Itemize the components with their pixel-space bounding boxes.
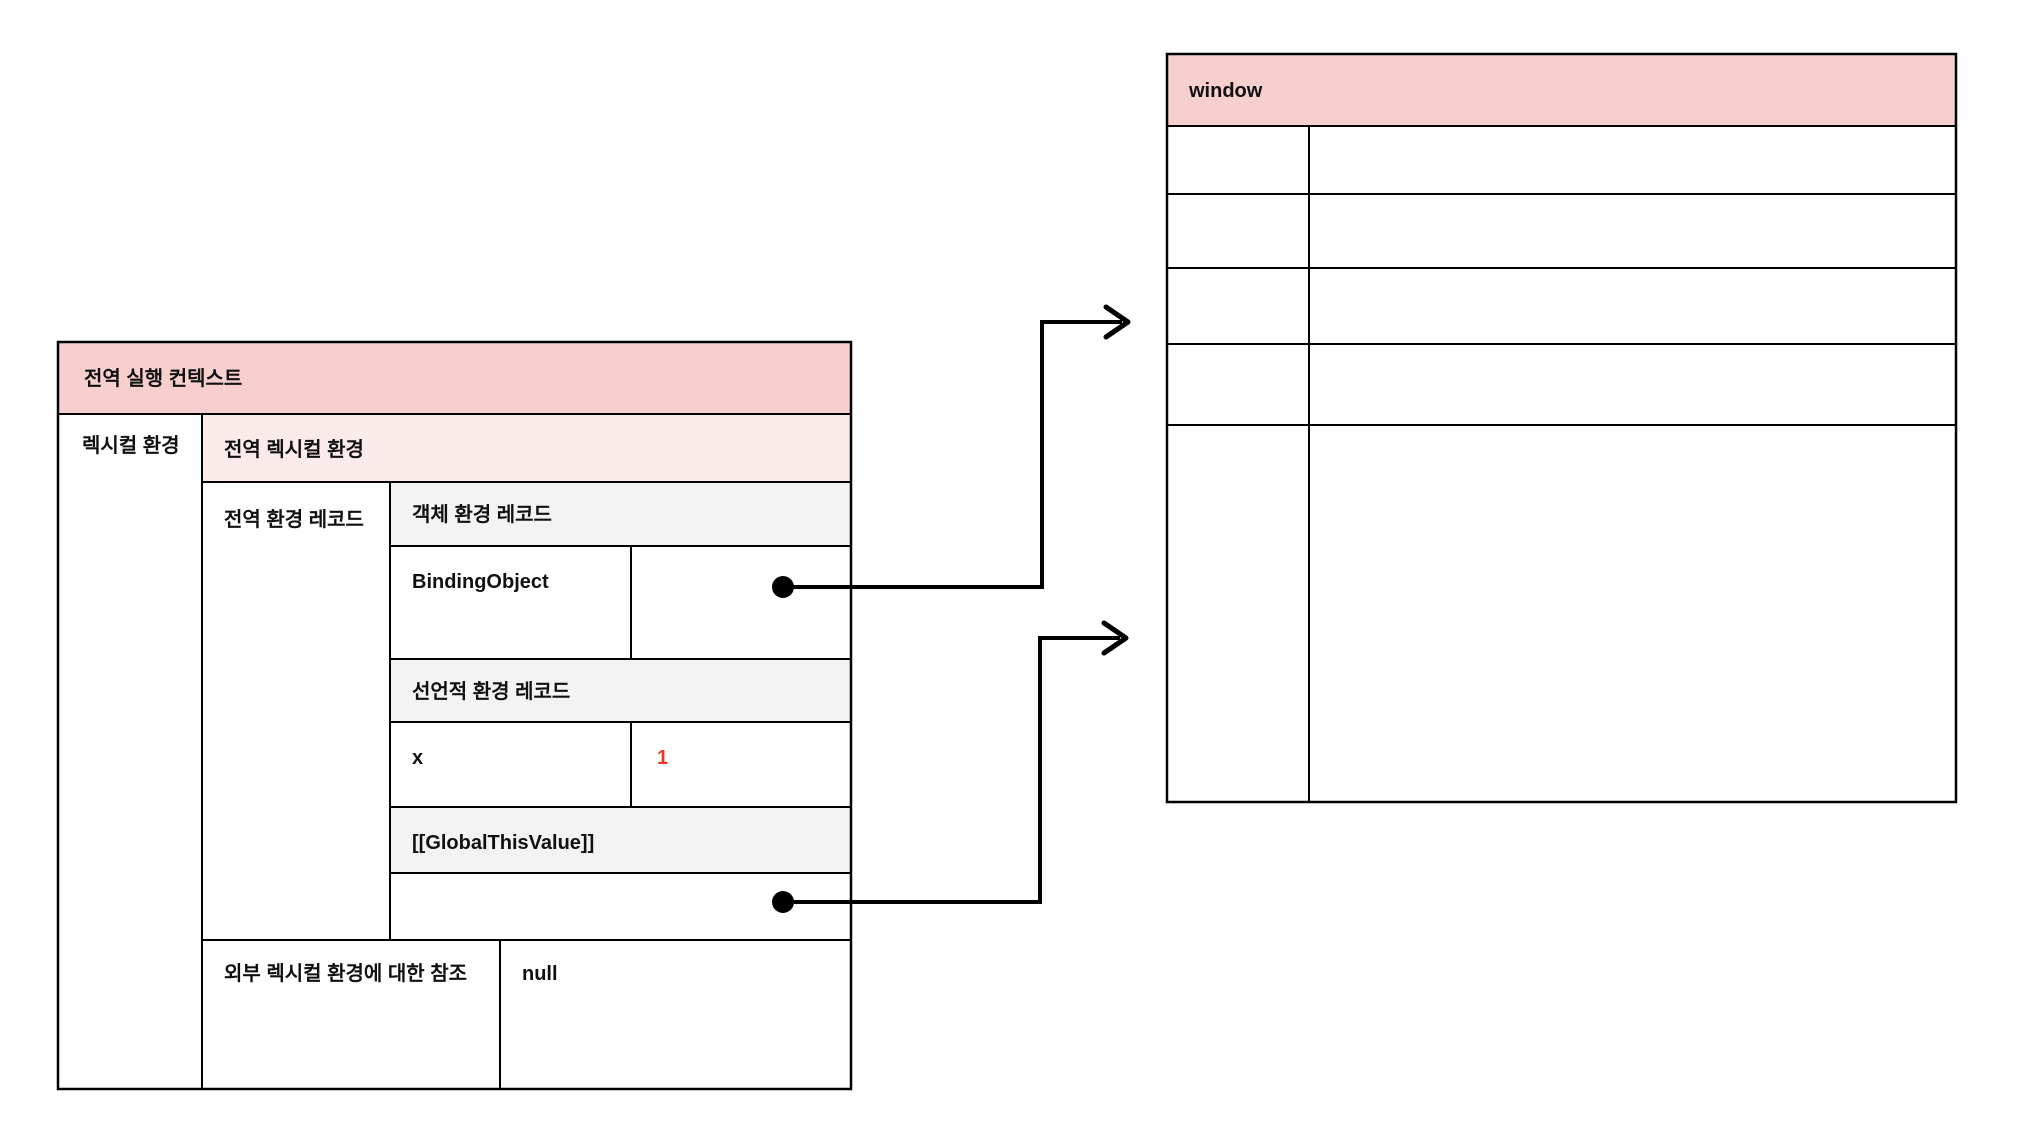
arrow-global-this-arrowhead-icon	[1101, 620, 1129, 656]
window-row-2-key-cell	[1166, 193, 1310, 269]
global-lexical-environment-header-cell	[201, 413, 852, 483]
arrow-binding-object-to-window	[772, 304, 1131, 598]
global-execution-context-border	[56, 340, 853, 1091]
window-row-4-key-cell	[1166, 343, 1310, 426]
connector-dot-global-this	[772, 891, 794, 913]
outer-reference-label: 외부 렉시컬 환경에 대한 참조	[224, 962, 467, 985]
window-row-5-value-cell	[1308, 424, 1957, 803]
object-environment-record-header-cell	[389, 481, 852, 547]
arrow-global-this-to-window	[772, 620, 1129, 913]
arrow-binding-object-arrowhead-icon	[1103, 304, 1131, 340]
connector-dot-binding-object	[772, 576, 794, 598]
binding-object-value-cell	[630, 545, 852, 660]
window-row-2-value-cell	[1308, 193, 1957, 269]
global-lexical-environment-label: 전역 렉시컬 환경	[224, 438, 364, 461]
arrow-binding-object-line	[783, 320, 1122, 589]
variable-name-label: x	[412, 747, 423, 769]
window-row-1-value-cell	[1308, 125, 1957, 195]
window-row-1-key-cell	[1166, 125, 1310, 195]
global-this-value-label: [[GlobalThisValue]]	[412, 832, 594, 854]
window-header-cell	[1166, 53, 1957, 127]
global-environment-record-label: 전역 환경 레코드	[224, 508, 364, 531]
window-title: window	[1188, 80, 1263, 102]
outer-reference-value: null	[522, 963, 558, 985]
binding-object-label-cell	[389, 545, 632, 660]
global-execution-context-header-cell	[57, 341, 852, 415]
window-row-3-value-cell	[1308, 267, 1957, 345]
lexical-environment-cell	[57, 413, 203, 1090]
object-environment-record-label: 객체 환경 레코드	[412, 503, 552, 526]
global-execution-context-table: 전역 실행 컨텍스트 렉시컬 환경 전역 렉시컬 환경 전역 환경 레코드 객체…	[56, 340, 853, 1091]
lexical-environment-label: 렉시컬 환경	[82, 434, 180, 457]
global-execution-context-title: 전역 실행 컨텍스트	[84, 367, 242, 390]
window-table-border	[1165, 52, 1958, 804]
outer-reference-label-cell	[201, 939, 501, 1090]
global-this-value-header-cell	[389, 806, 852, 874]
global-environment-record-cell	[201, 481, 391, 941]
window-table: window	[1165, 52, 1958, 804]
variable-value-label: 1	[657, 747, 668, 769]
window-row-5-key-cell	[1166, 424, 1310, 803]
window-row-4-value-cell	[1308, 343, 1957, 426]
x-label-cell	[389, 721, 632, 808]
binding-object-label: BindingObject	[412, 571, 549, 593]
declarative-environment-record-label: 선언적 환경 레코드	[412, 680, 570, 703]
window-row-3-key-cell	[1166, 267, 1310, 345]
arrow-global-this-line	[783, 636, 1120, 904]
